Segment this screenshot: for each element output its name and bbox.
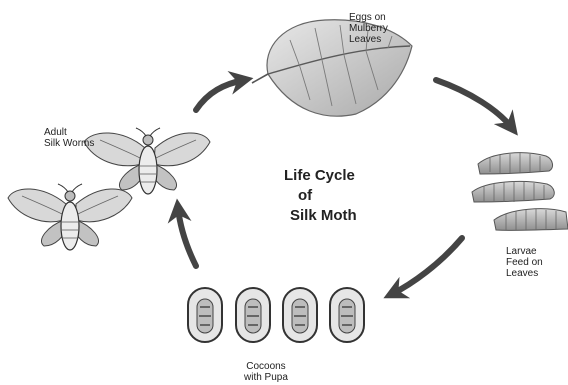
diagram-title-line2: of — [298, 186, 312, 205]
larva-icon — [494, 209, 568, 231]
cocoons-group — [188, 288, 364, 342]
cycle-arrow-icon — [436, 80, 512, 128]
cycle-arrow-icon — [196, 80, 244, 110]
diagram-title-line1: Life Cycle — [284, 166, 355, 185]
cocoons-label: Cocoons with Pupa — [244, 361, 288, 383]
cycle-arrow-icon — [178, 208, 196, 266]
larvae-group — [472, 153, 568, 231]
larvae-label: Larvae Feed on Leaves — [506, 246, 543, 279]
larva-icon — [478, 153, 553, 174]
moth-icon — [8, 184, 132, 250]
adult-label: Adult Silk Worms — [44, 127, 94, 149]
cocoon-icon — [236, 288, 270, 342]
cocoon-icon — [330, 288, 364, 342]
larva-icon — [472, 181, 554, 202]
diagram-title-line3: Silk Moth — [290, 206, 357, 225]
eggs-label: Eggs on Mulberry Leaves — [349, 12, 388, 45]
cycle-arrow-icon — [392, 238, 462, 294]
cocoon-icon — [188, 288, 222, 342]
moth-icon — [84, 128, 210, 194]
mulberry-leaf-icon — [252, 20, 412, 116]
cocoon-icon — [283, 288, 317, 342]
